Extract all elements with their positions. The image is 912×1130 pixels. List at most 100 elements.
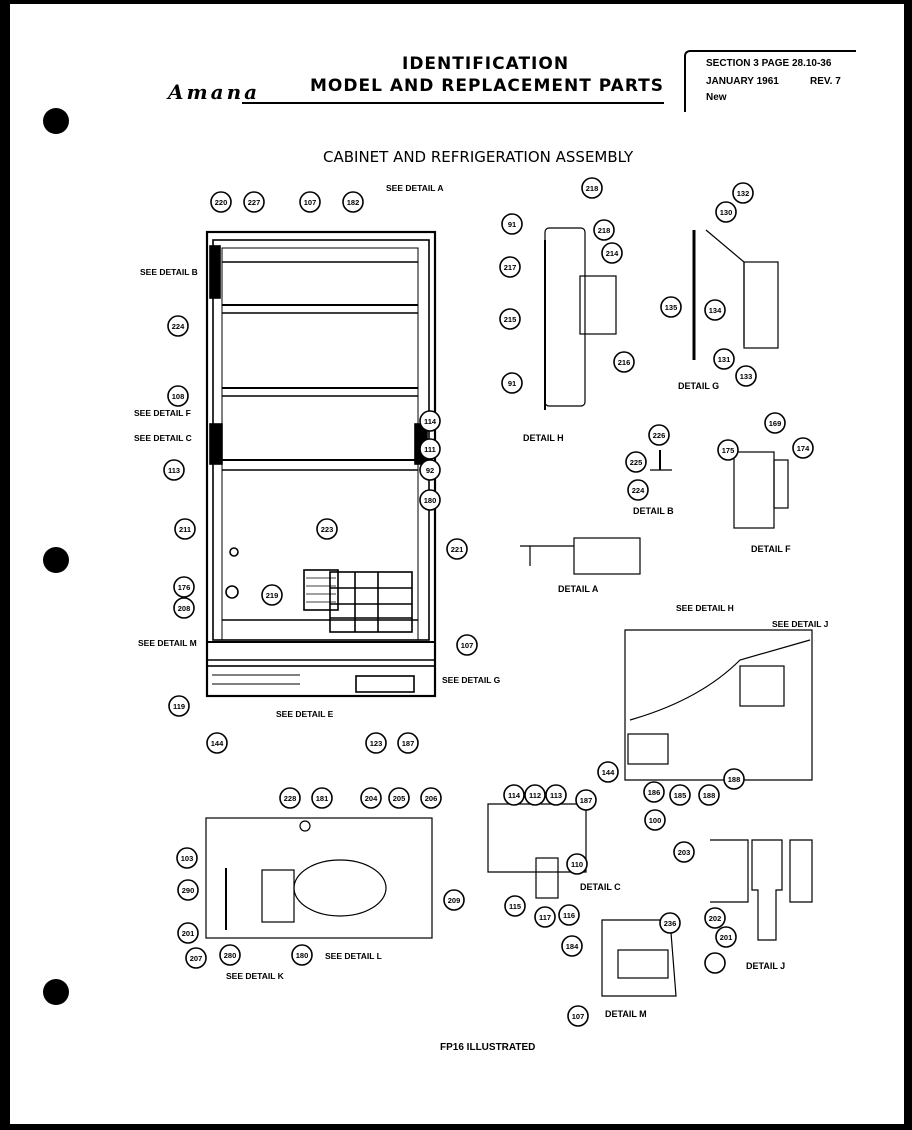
labels: SEE DETAIL A SEE DETAIL B SEE DETAIL F S…: [134, 183, 829, 1019]
part-number: 217: [504, 263, 517, 272]
part-number: 225: [630, 458, 643, 467]
part-bubble: [704, 299, 726, 321]
footer-note: FP16 ILLUSTRATED: [440, 1042, 536, 1053]
part-bubble: [575, 789, 597, 811]
part-bubble: [261, 584, 283, 606]
header-rule: [242, 102, 664, 104]
punch-hole: [43, 979, 69, 1005]
part-bubble: [792, 437, 814, 459]
part-number: 92: [426, 466, 434, 475]
part-number: 111: [424, 445, 436, 454]
part-number: 103: [181, 854, 194, 863]
part-number: 236: [664, 919, 677, 928]
part-bubble: [597, 761, 619, 783]
part-bubble: [715, 926, 737, 948]
part-number: 228: [284, 794, 297, 803]
part-bubble: [279, 787, 301, 809]
part-bubble: [567, 1005, 589, 1027]
part-bubble: [660, 296, 682, 318]
part-number: 130: [720, 208, 733, 217]
part-bubble: [291, 944, 313, 966]
see-detail-b-label: SEE DETAIL B: [140, 267, 198, 277]
part-bubble: [177, 922, 199, 944]
see-detail-e-label: SEE DETAIL E: [276, 709, 334, 719]
part-number: 174: [797, 444, 810, 453]
part-number: 144: [211, 739, 224, 748]
document-sheet: Amana IDENTIFICATION MODEL AND REPLACEME…: [10, 4, 904, 1124]
part-number: 100: [649, 816, 662, 825]
part-number: 185: [674, 791, 687, 800]
part-bubble: [581, 177, 603, 199]
part-number: 186: [648, 788, 661, 797]
part-number: 110: [571, 860, 583, 869]
detail-g-caption: DETAIL G: [678, 381, 719, 391]
part-number: 202: [709, 914, 722, 923]
part-number: 214: [606, 249, 619, 258]
part-bubble: [723, 768, 745, 790]
part-number: 184: [566, 942, 579, 951]
part-bubble: [388, 787, 410, 809]
part-bubble: [644, 809, 666, 831]
part-bubble: [669, 784, 691, 806]
part-number: 219: [266, 591, 279, 600]
part-number: 215: [504, 315, 517, 324]
part-number: 181: [316, 794, 329, 803]
part-bubble: [659, 912, 681, 934]
part-bubble: [593, 219, 615, 241]
part-number: 115: [509, 902, 521, 911]
part-bubble: [648, 424, 670, 446]
cabinet-main-view: [205, 230, 437, 698]
part-number: 107: [304, 198, 317, 207]
detail-drawings: [205, 227, 813, 997]
part-bubble: [173, 597, 195, 619]
part-number: 224: [632, 486, 645, 495]
part-bubble: [499, 308, 521, 330]
part-bubble: [365, 732, 387, 754]
part-number: 224: [172, 322, 185, 331]
part-number: 113: [168, 466, 180, 475]
detail-m-caption: DETAIL M: [605, 1009, 647, 1019]
part-bubble: [613, 351, 635, 373]
part-number: 220: [215, 198, 228, 207]
part-number: 114: [424, 417, 437, 426]
part-bubble: [176, 847, 198, 869]
part-bubble: [601, 242, 623, 264]
part-bubble: [764, 412, 786, 434]
part-number: 112: [529, 791, 541, 800]
detail-j-caption: DETAIL J: [746, 961, 785, 971]
part-number: 203: [678, 848, 691, 857]
part-bubble: [673, 841, 695, 863]
part-bubble: [504, 895, 526, 917]
part-number: 226: [653, 431, 666, 440]
part-number: 227: [248, 198, 261, 207]
see-detail-c-label: SEE DETAIL C: [134, 433, 192, 443]
part-bubble: [219, 944, 241, 966]
part-number: 290: [182, 886, 195, 895]
part-bubble: [299, 191, 321, 213]
part-number: 216: [618, 358, 631, 367]
see-detail-m-label: SEE DETAIL M: [138, 638, 197, 648]
part-number: 180: [296, 951, 309, 960]
part-number: 132: [737, 189, 750, 198]
part-number: 208: [178, 604, 191, 613]
part-number: 206: [425, 794, 438, 803]
part-bubble: [732, 182, 754, 204]
title-line-2: MODEL AND REPLACEMENT PARTS: [310, 76, 664, 96]
see-detail-g-label: SEE DETAIL G: [442, 675, 501, 685]
section-number: SECTION 3 PAGE 28.10-36: [706, 58, 832, 69]
part-number: 176: [178, 583, 191, 592]
see-detail-h-label: SEE DETAIL H: [676, 603, 734, 613]
part-number: 107: [572, 1012, 585, 1021]
part-number: 123: [370, 739, 383, 748]
part-number: 133: [740, 372, 753, 381]
section-date: JANUARY 1961: [706, 76, 779, 87]
part-bubble: [167, 315, 189, 337]
punch-hole: [43, 108, 69, 134]
part-bubble: [643, 781, 665, 803]
part-number: 117: [539, 913, 551, 922]
part-number: 114: [508, 791, 521, 800]
see-detail-j-label: SEE DETAIL J: [772, 619, 829, 629]
part-number: 204: [365, 794, 378, 803]
part-bubble: [243, 191, 265, 213]
